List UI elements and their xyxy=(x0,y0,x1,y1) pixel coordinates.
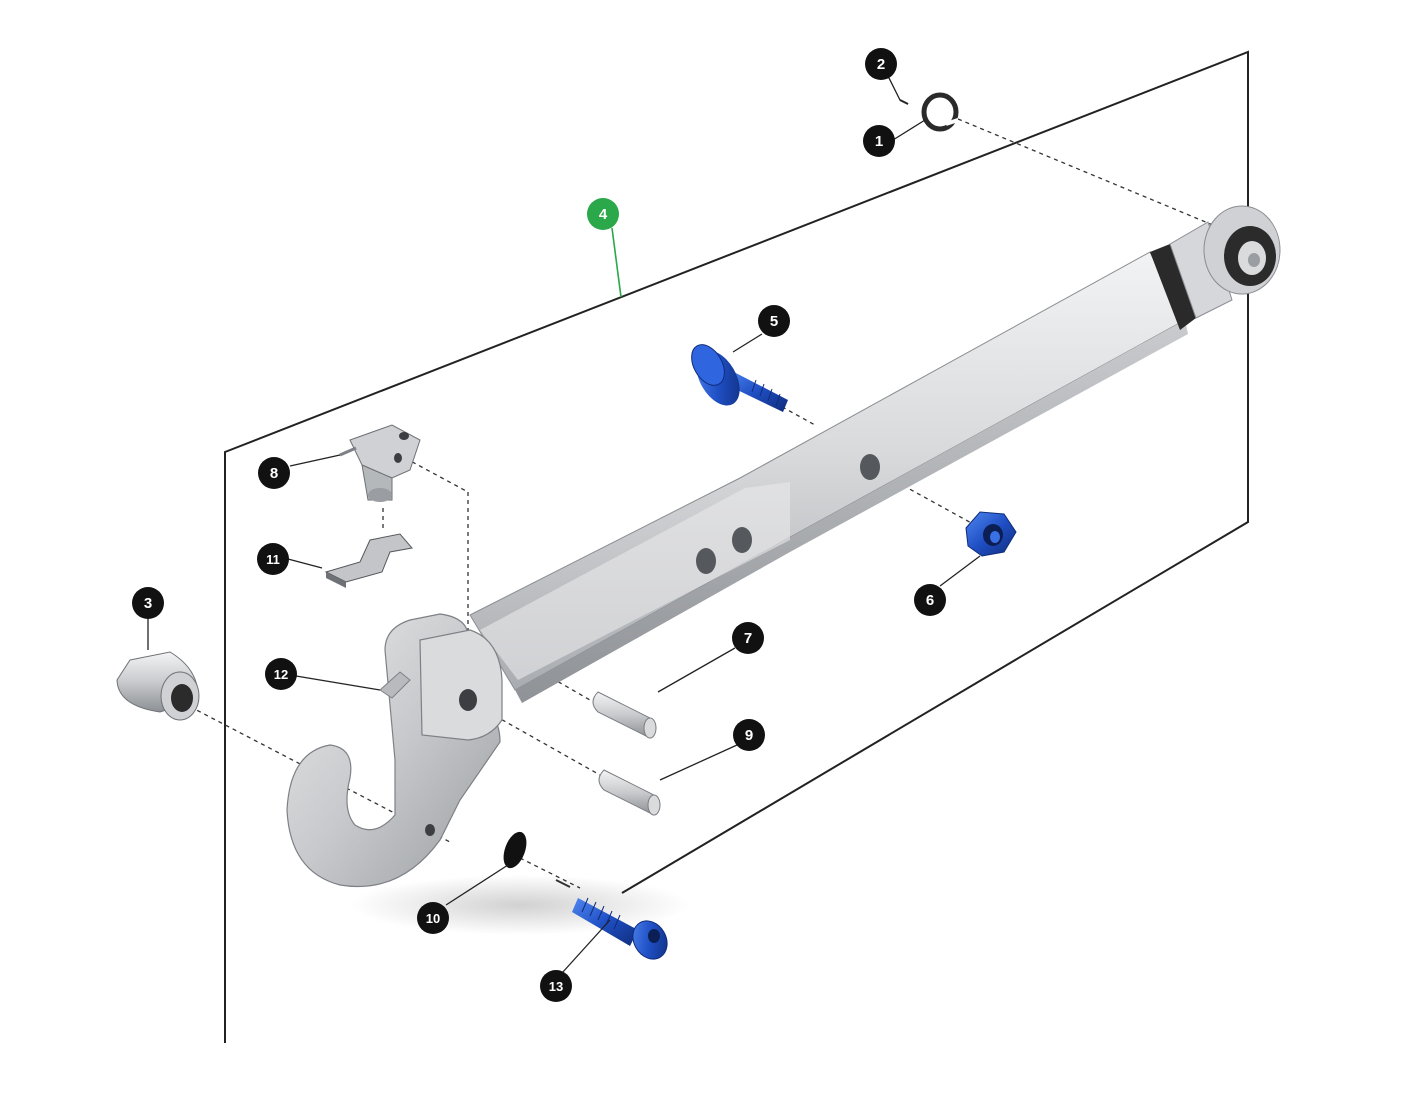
svg-text:10: 10 xyxy=(426,911,440,926)
hook-icon xyxy=(286,613,503,888)
pin-icon xyxy=(598,769,661,816)
svg-text:9: 9 xyxy=(745,727,753,744)
bushing-icon xyxy=(116,651,200,721)
callout-6: 6 xyxy=(914,584,946,616)
callout-8: 8 xyxy=(258,457,290,489)
callout-12: 12 xyxy=(265,658,297,690)
callout-3: 3 xyxy=(132,587,164,619)
svg-text:6: 6 xyxy=(926,592,934,609)
callout-4-assembly: 4 xyxy=(587,198,619,230)
latch-bracket-icon xyxy=(339,424,421,502)
svg-text:8: 8 xyxy=(270,465,278,482)
callout-13: 13 xyxy=(540,970,572,1002)
flange-bolt-icon xyxy=(691,344,788,412)
callout-9: 9 xyxy=(733,719,765,751)
pin-icon xyxy=(592,691,657,739)
svg-text:2: 2 xyxy=(877,56,885,73)
callout-7: 7 xyxy=(732,622,764,654)
callout-10: 10 xyxy=(417,902,449,934)
svg-text:4: 4 xyxy=(599,206,608,223)
leader-lines xyxy=(147,75,981,974)
callout-2: 2 xyxy=(865,48,897,80)
svg-text:12: 12 xyxy=(274,667,288,682)
assembly-plate-outline xyxy=(224,50,1249,1043)
svg-text:13: 13 xyxy=(549,979,563,994)
svg-text:11: 11 xyxy=(266,552,280,567)
callout-5: 5 xyxy=(758,305,790,337)
svg-text:5: 5 xyxy=(770,313,778,330)
snap-ring-icon xyxy=(921,92,959,132)
svg-text:1: 1 xyxy=(875,133,883,150)
lower-link-arm-icon xyxy=(350,205,1281,935)
lock-nut-icon xyxy=(965,511,1017,557)
callout-11: 11 xyxy=(257,543,289,575)
disc-icon xyxy=(503,831,527,869)
spring-clip-icon xyxy=(324,533,413,588)
callout-1: 1 xyxy=(863,125,895,157)
svg-text:7: 7 xyxy=(744,630,752,647)
svg-text:3: 3 xyxy=(144,595,152,612)
